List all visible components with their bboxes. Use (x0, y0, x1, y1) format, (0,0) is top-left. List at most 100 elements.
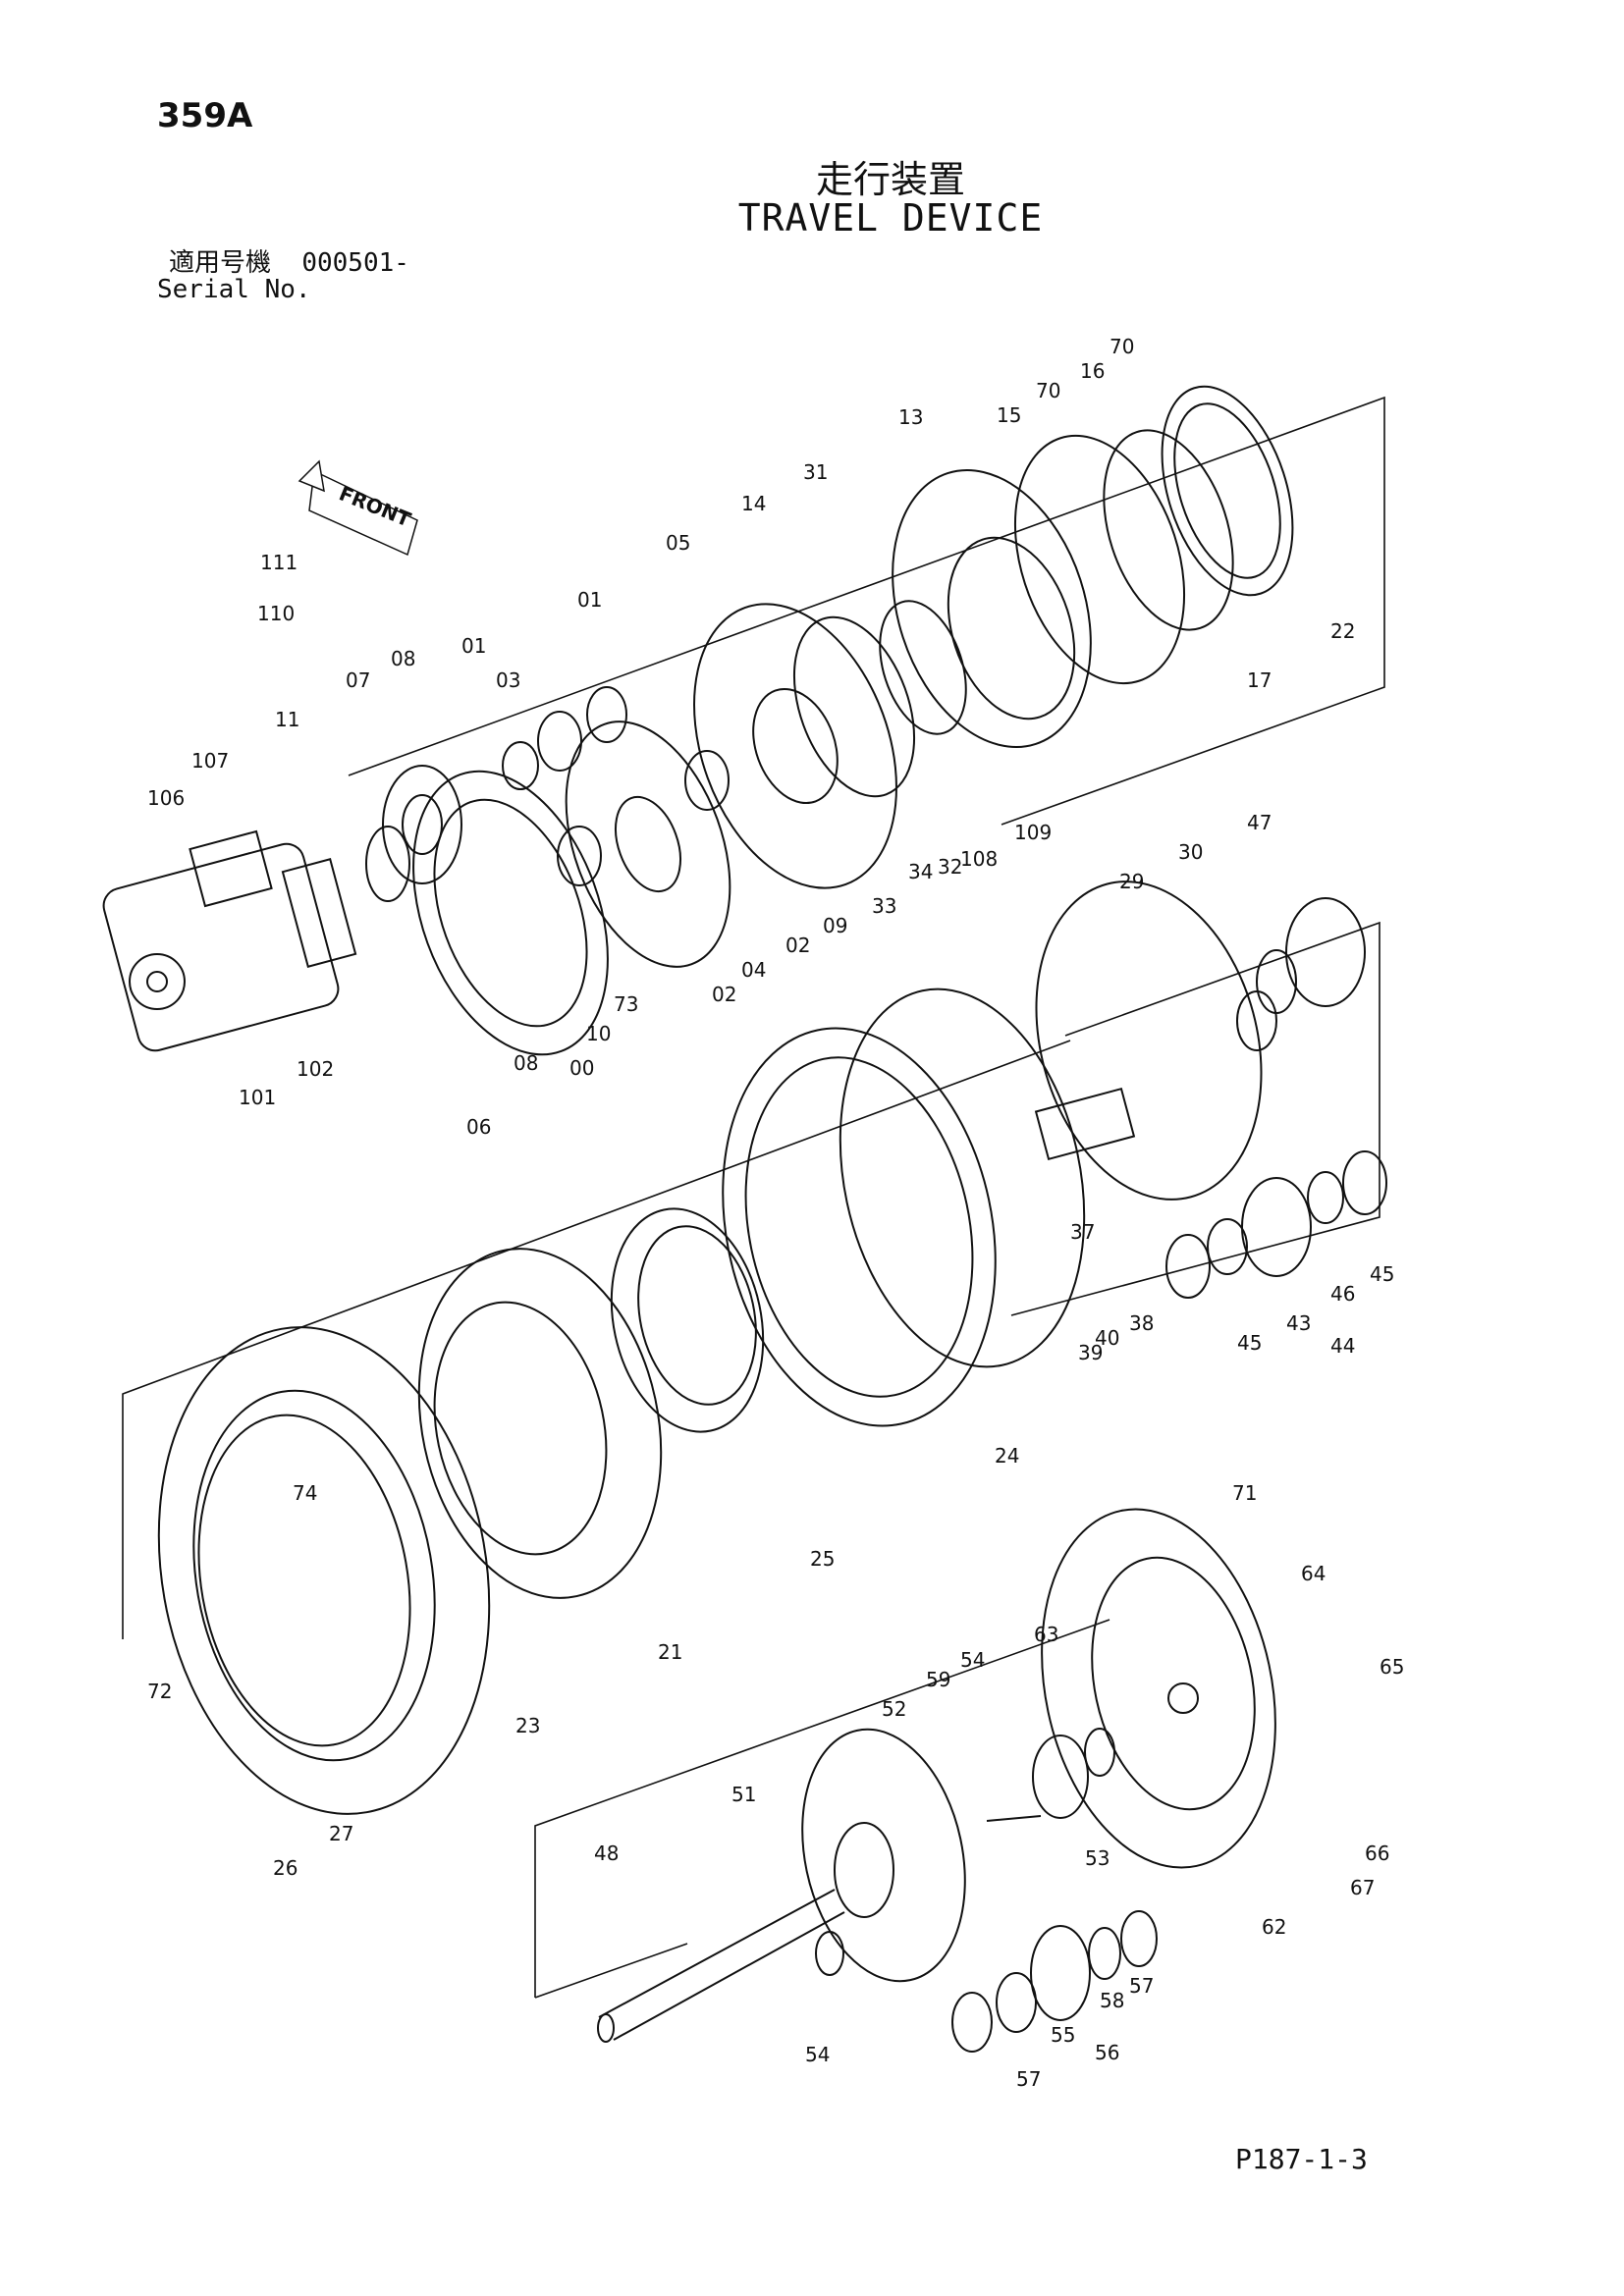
callout-22: 22 (1330, 619, 1355, 643)
callout-32: 32 (938, 855, 962, 879)
page-number: P187-1-3 (1235, 2143, 1368, 2175)
callout-29: 29 (1119, 870, 1144, 893)
callout-33: 33 (872, 894, 896, 918)
serial-label-en: Serial No. (157, 275, 311, 304)
carrier-29-part (1034, 881, 1366, 1201)
callout-54: 54 (960, 1648, 985, 1672)
callout-46: 46 (1330, 1282, 1355, 1306)
callout-04: 04 (741, 958, 766, 982)
callout-70: 70 (1110, 335, 1134, 358)
gear-carrier-part (565, 603, 916, 968)
callout-108: 108 (960, 847, 998, 871)
callout-00: 00 (569, 1056, 594, 1080)
title-english: TRAVEL DEVICE (737, 196, 1044, 240)
callout-58: 58 (1100, 1989, 1124, 2012)
callout-72: 72 (147, 1680, 172, 1703)
callout-14: 14 (741, 492, 766, 515)
callout-111: 111 (260, 551, 298, 574)
callout-38: 38 (1129, 1311, 1154, 1335)
callout-05: 05 (666, 531, 690, 555)
callout-47: 47 (1247, 811, 1272, 834)
carrier-51-part (597, 1728, 1158, 2053)
serial-block: 適用号機 000501- Serial No. (157, 250, 409, 303)
travel-motor-part (102, 829, 357, 1052)
group-brackets (122, 396, 1385, 1999)
callout-54: 54 (805, 2043, 830, 2066)
callout-102: 102 (297, 1057, 334, 1081)
callout-02: 02 (712, 983, 736, 1006)
callout-64: 64 (1301, 1562, 1326, 1585)
callout-21: 21 (658, 1640, 682, 1664)
callout-62: 62 (1262, 1915, 1286, 1939)
callout-74: 74 (293, 1481, 317, 1505)
callout-23: 23 (515, 1714, 540, 1737)
callout-08: 08 (391, 647, 415, 670)
callout-71: 71 (1232, 1481, 1257, 1505)
callout-11: 11 (275, 708, 299, 731)
callout-06: 06 (466, 1115, 491, 1139)
callout-31: 31 (803, 460, 828, 484)
callout-59: 59 (926, 1668, 950, 1691)
callout-24: 24 (995, 1444, 1019, 1468)
callout-70: 70 (1036, 379, 1060, 402)
callout-15: 15 (997, 403, 1021, 427)
serial-label-ja: 適用号機 (169, 248, 272, 278)
callout-66: 66 (1365, 1842, 1389, 1865)
bearing-parts (502, 686, 730, 886)
callout-30: 30 (1178, 840, 1203, 864)
callout-09: 09 (823, 914, 847, 937)
callout-45: 45 (1237, 1331, 1262, 1355)
callout-67: 67 (1350, 1876, 1375, 1899)
callout-110: 110 (257, 602, 295, 625)
ring-gear-24-part (722, 988, 1086, 1427)
callout-43: 43 (1286, 1311, 1311, 1335)
callout-53: 53 (1085, 1846, 1110, 1870)
planet-gear-set-44 (1165, 1150, 1387, 1299)
serial-value: 000501- (301, 248, 409, 278)
callout-48: 48 (594, 1842, 619, 1865)
callout-10: 10 (586, 1022, 611, 1045)
callout-51: 51 (731, 1783, 756, 1806)
cover-62-part (1041, 1508, 1276, 1869)
callout-109: 109 (1014, 821, 1052, 844)
callout-73: 73 (614, 992, 638, 1016)
title-japanese: 走行装置 (815, 158, 965, 201)
callout-01: 01 (577, 588, 602, 612)
front-arrow-icon: FRONT (298, 459, 418, 557)
callout-03: 03 (496, 668, 520, 692)
callout-02: 02 (785, 934, 810, 957)
callout-01: 01 (461, 634, 486, 658)
drum-21-part (417, 1248, 663, 1599)
callout-44: 44 (1330, 1334, 1355, 1358)
callout-101: 101 (239, 1086, 276, 1109)
callout-57: 57 (1129, 1974, 1154, 1998)
callout-25: 25 (810, 1547, 835, 1571)
housing-part (365, 765, 609, 1056)
page-id: 359A (157, 96, 253, 135)
callout-16: 16 (1080, 359, 1105, 383)
callout-65: 65 (1380, 1655, 1404, 1679)
callout-08: 08 (514, 1051, 538, 1075)
callout-37: 37 (1070, 1220, 1095, 1244)
callout-27: 27 (329, 1822, 353, 1845)
callout-45: 45 (1370, 1262, 1394, 1286)
callout-107: 107 (191, 749, 229, 773)
callout-52: 52 (882, 1697, 906, 1721)
callout-56: 56 (1095, 2041, 1119, 2064)
sprocket-23-part (157, 1326, 491, 1815)
callout-55: 55 (1051, 2023, 1075, 2047)
hub-part (879, 385, 1294, 748)
bearing-25-part (610, 1207, 765, 1433)
callout-106: 106 (147, 786, 185, 810)
callout-63: 63 (1034, 1623, 1058, 1646)
callout-07: 07 (346, 668, 370, 692)
callout-26: 26 (273, 1856, 298, 1880)
callout-57: 57 (1016, 2067, 1041, 2091)
callout-34: 34 (908, 860, 933, 883)
callout-40: 40 (1095, 1326, 1119, 1350)
callout-17: 17 (1247, 668, 1272, 692)
callout-39: 39 (1078, 1341, 1103, 1364)
callout-13: 13 (898, 405, 923, 429)
